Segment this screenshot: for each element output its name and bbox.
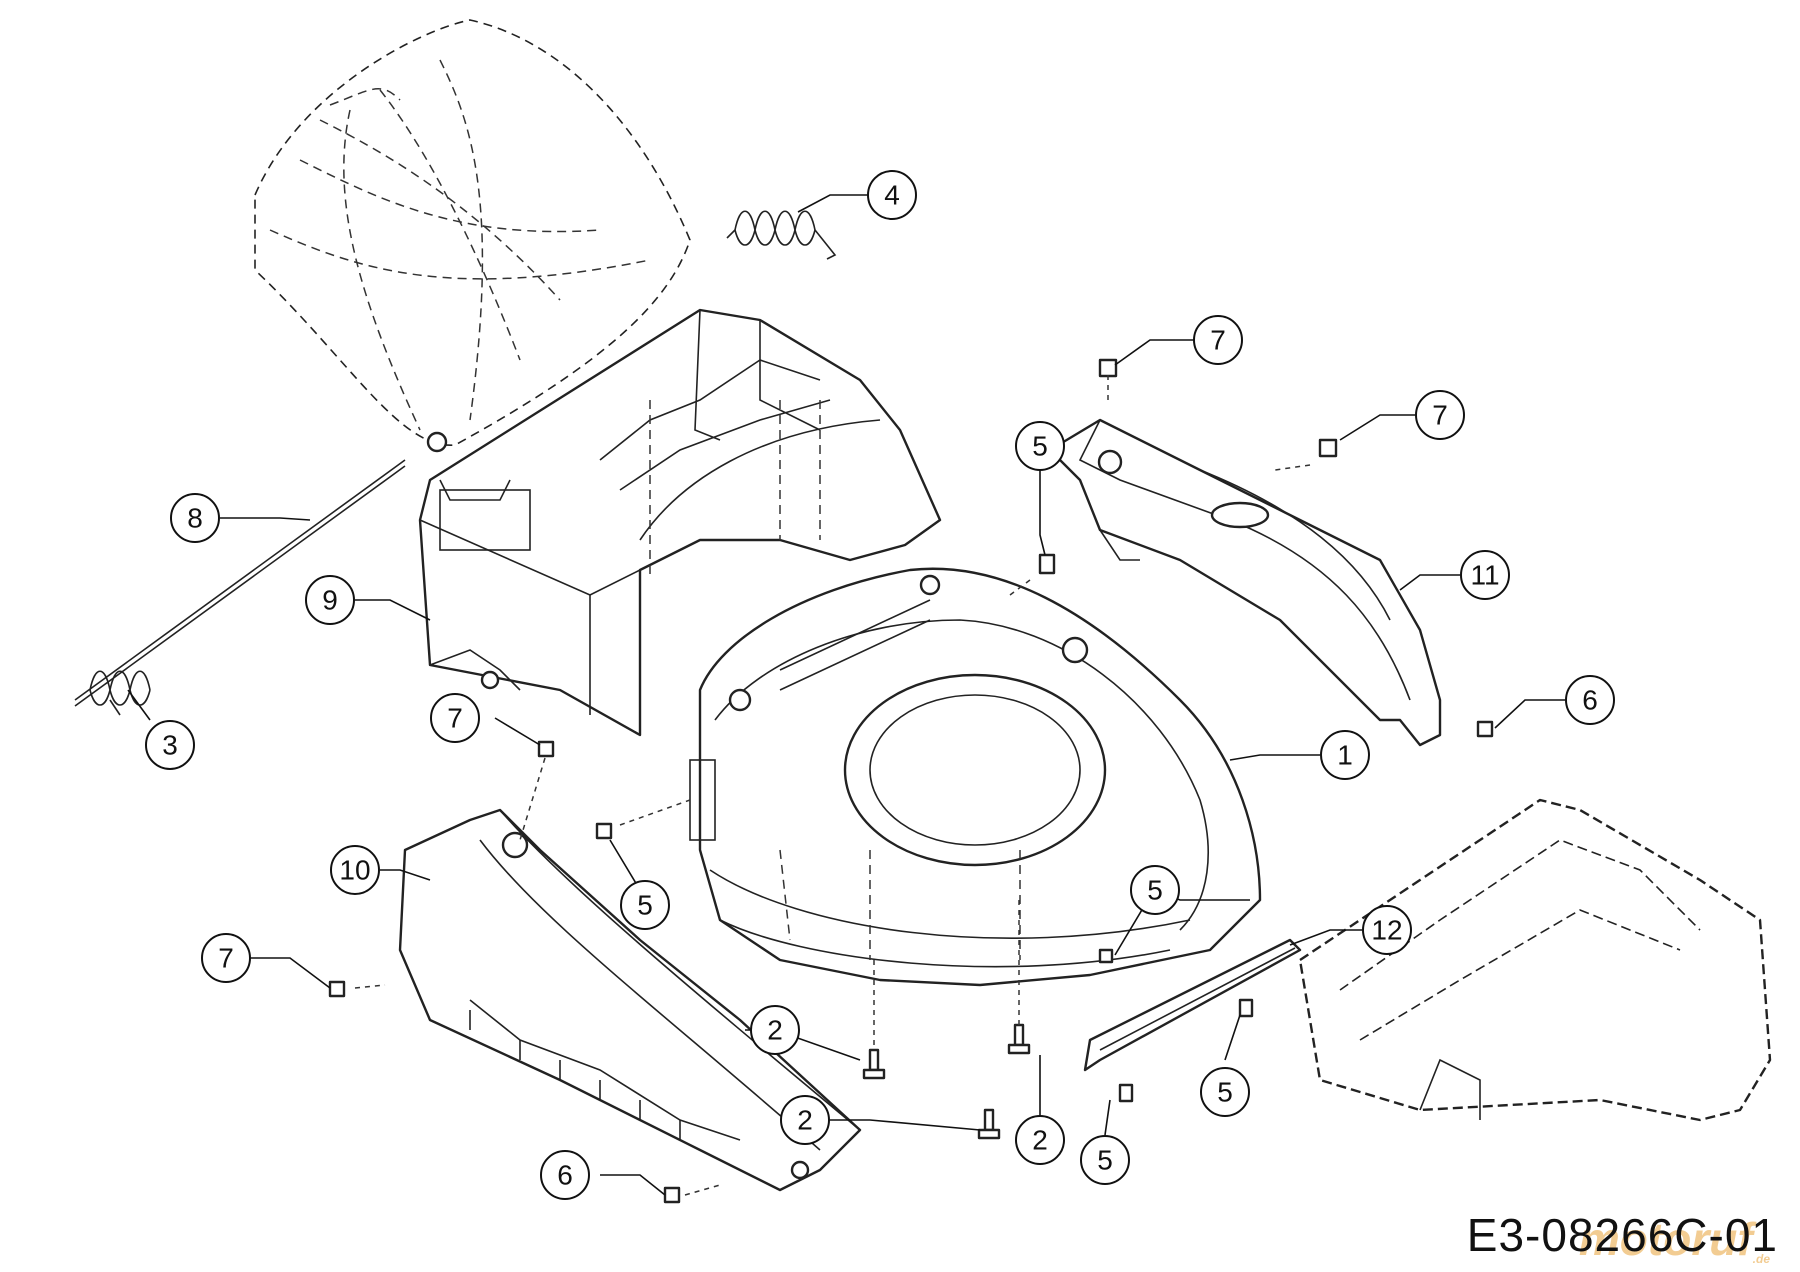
callout-5c: 5 — [1130, 865, 1180, 915]
svg-text:5: 5 — [1147, 875, 1163, 906]
svg-text:11: 11 — [1470, 560, 1499, 591]
callout-12: 12 — [1362, 905, 1412, 955]
screw-5a — [1038, 553, 1056, 575]
callout-3: 3 — [145, 720, 195, 770]
nut-6a — [1476, 720, 1494, 738]
svg-text:5: 5 — [1032, 431, 1048, 462]
spring-part-3 — [89, 670, 151, 716]
svg-text:5: 5 — [637, 890, 653, 921]
svg-text:2: 2 — [1032, 1125, 1048, 1156]
callout-8: 8 — [170, 493, 220, 543]
bolt-2b — [1007, 1023, 1031, 1055]
callout-4: 4 — [867, 170, 917, 220]
svg-text:6: 6 — [557, 1160, 573, 1191]
callout-11: 11 — [1460, 550, 1510, 600]
mulch-plate-part-12 — [1083, 938, 1302, 1072]
bolt-2c — [977, 1108, 1001, 1140]
svg-text:7: 7 — [1432, 400, 1448, 431]
callout-7c: 7 — [430, 693, 480, 743]
screw-7d — [328, 980, 346, 998]
callout-2b: 2 — [780, 1095, 830, 1145]
assembly-axes — [354, 375, 1311, 1196]
rear-housing-part-9 — [418, 308, 942, 737]
svg-text:4: 4 — [884, 180, 900, 211]
rod-part-8 — [74, 459, 406, 707]
svg-text:10: 10 — [339, 855, 370, 886]
svg-text:5: 5 — [1217, 1077, 1233, 1108]
svg-text:2: 2 — [797, 1105, 813, 1136]
grass-catcher-part — [254, 19, 691, 453]
callout-10: 10 — [330, 845, 380, 895]
callout-5a: 5 — [1015, 421, 1065, 471]
svg-text:7: 7 — [447, 703, 463, 734]
right-side-guard-part-11 — [1048, 418, 1442, 747]
callout-2a: 2 — [750, 1005, 800, 1055]
callout-5b: 5 — [620, 880, 670, 930]
torsion-spring-part-4 — [726, 210, 837, 260]
fasteners — [328, 358, 1494, 1204]
svg-text:9: 9 — [322, 585, 338, 616]
svg-text:7: 7 — [1210, 325, 1226, 356]
callout-1: 1 — [1320, 730, 1370, 780]
svg-text:6: 6 — [1582, 685, 1598, 716]
screw-5c — [1098, 948, 1114, 964]
screw-5d — [1238, 998, 1254, 1018]
svg-text:2: 2 — [767, 1015, 783, 1046]
svg-text:8: 8 — [187, 503, 203, 534]
bolt-2a — [862, 1048, 886, 1080]
callout-5e: 5 — [1080, 1135, 1130, 1185]
svg-text:7: 7 — [218, 943, 234, 974]
screw-7c — [537, 740, 555, 758]
callout-6a: 6 — [1565, 675, 1615, 725]
svg-text:5: 5 — [1097, 1145, 1113, 1176]
svg-text:12: 12 — [1371, 915, 1402, 946]
callout-7b: 7 — [1415, 390, 1465, 440]
screw-5b — [595, 822, 613, 840]
callout-5d: 5 — [1200, 1067, 1250, 1117]
callout-7a: 7 — [1193, 315, 1243, 365]
nut-6b — [663, 1186, 681, 1204]
callout-9: 9 — [305, 575, 355, 625]
mower-deck-part-1 — [689, 567, 1262, 987]
callout-2c: 2 — [1015, 1115, 1065, 1165]
svg-text:1: 1 — [1337, 740, 1353, 771]
screw-7b — [1318, 438, 1338, 458]
screw-7a — [1098, 358, 1118, 378]
drawing-number: E3-08266C-01 — [1466, 1209, 1778, 1261]
svg-text:3: 3 — [162, 730, 178, 761]
rear-flap-part — [1298, 798, 1772, 1122]
callout-6b: 6 — [540, 1150, 590, 1200]
watermark-logo: motoruf.de — [1578, 1213, 1770, 1266]
callout-7d: 7 — [201, 933, 251, 983]
screw-5e — [1118, 1083, 1134, 1103]
